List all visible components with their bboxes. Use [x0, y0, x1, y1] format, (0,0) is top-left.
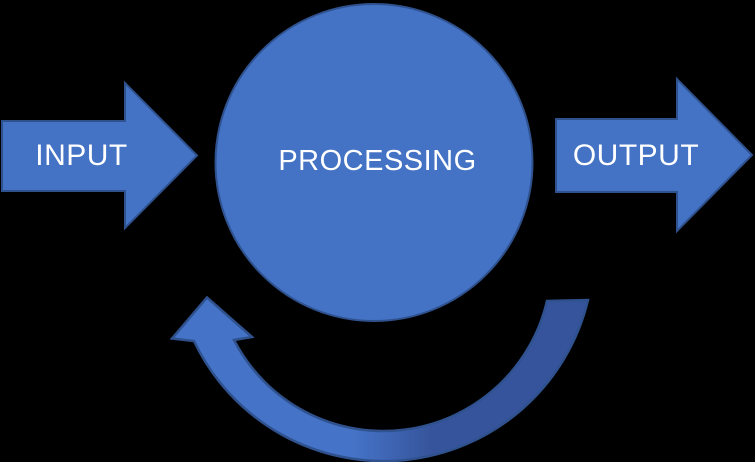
processing-circle-label: PROCESSING — [278, 145, 477, 177]
input-arrow-label: INPUT — [35, 139, 128, 172]
output-arrow-shape — [555, 76, 754, 234]
input-arrow-shape — [1, 80, 199, 231]
feedback-curved-arrow-shape — [169, 295, 590, 462]
output-arrow-label: OUTPUT — [572, 138, 700, 172]
processing-circle-shape — [214, 3, 534, 322]
